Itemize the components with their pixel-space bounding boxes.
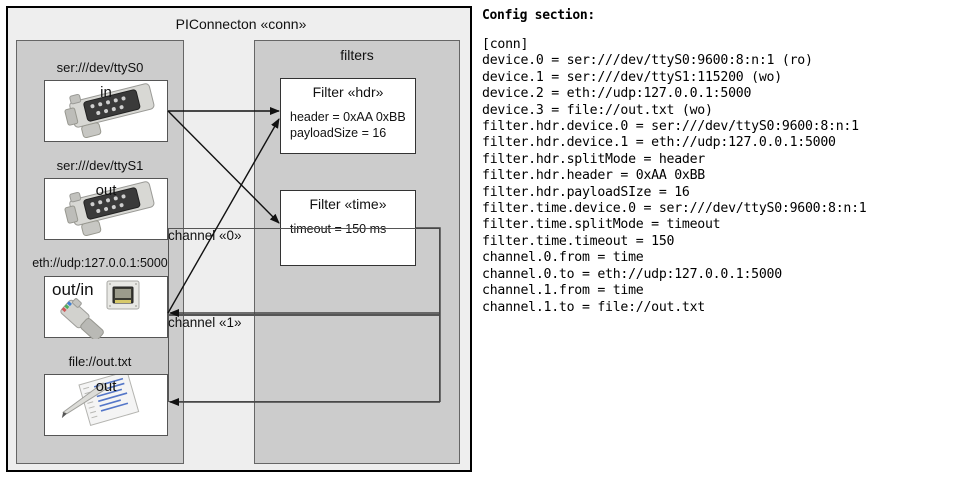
- filter-props-hdr: header = 0xAA 0xBB payloadSize = 16: [290, 109, 406, 141]
- device-caption-2: eth://udp:127.0.0.1:5000: [32, 256, 168, 270]
- filter-prop: header = 0xAA 0xBB: [290, 110, 406, 124]
- config-heading: Config section:: [482, 8, 595, 23]
- filter-prop: payloadSize = 16: [290, 126, 387, 140]
- filter-title-time: Filter «time»: [309, 196, 387, 212]
- device-caption-3: file://out.txt: [68, 354, 132, 369]
- device-node-1[interactable]: out: [44, 178, 168, 240]
- channel-label-1: channel «1»: [168, 315, 242, 330]
- device-label-0: in: [100, 84, 112, 101]
- device-node-0[interactable]: in: [44, 80, 168, 142]
- text-document-icon: [61, 375, 140, 426]
- serial-port-icon: [64, 181, 155, 237]
- page-title: PIConnecton «conn»: [175, 16, 307, 32]
- device-label-3: out: [95, 378, 117, 395]
- device-node-2[interactable]: out/in: [44, 276, 168, 339]
- serial-port-icon: [64, 83, 155, 139]
- filter-title-hdr: Filter «hdr»: [312, 84, 384, 100]
- device-caption-0: ser:///dev/ttyS0: [56, 60, 144, 75]
- device-label-2: out/in: [52, 280, 94, 299]
- filter-prop: timeout = 150 ms: [290, 222, 387, 236]
- device-label-1: out: [95, 182, 117, 199]
- channel-label-0: channel «0»: [168, 228, 242, 243]
- filter-props-time: timeout = 150 ms: [290, 221, 386, 237]
- device-caption-1: ser:///dev/ttyS1: [56, 158, 144, 173]
- config-section: Config section: [conn] device.0 = ser://…: [482, 8, 960, 316]
- config-lines: [conn] device.0 = ser:///dev/ttyS0:9600:…: [482, 37, 867, 315]
- device-node-3[interactable]: out: [44, 374, 168, 436]
- filter-node-hdr[interactable]: Filter «hdr» header = 0xAA 0xBB payloadS…: [280, 78, 416, 154]
- filters-panel-title: filters: [340, 47, 374, 63]
- ethernet-plug-icon: [60, 280, 140, 339]
